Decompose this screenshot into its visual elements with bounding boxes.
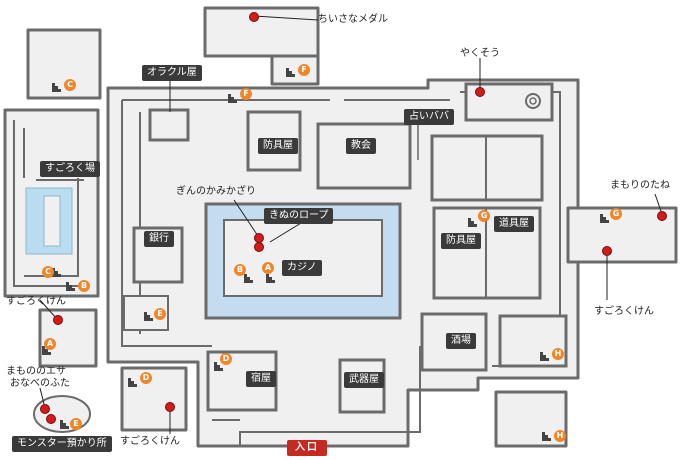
- c-building-top-left: [26, 28, 102, 100]
- label-yadoya: 宿屋: [246, 371, 276, 387]
- label-mamono-esa: まもののエサ: [6, 366, 66, 377]
- yakusou-building: [464, 82, 554, 122]
- item-chiisana-medal: [249, 12, 259, 22]
- stairs-icon-a-left: [42, 346, 51, 355]
- yadoya-building: [206, 350, 278, 412]
- stairs-icon-g-shops: [468, 218, 477, 227]
- stairs-icon-f-top: [286, 68, 295, 77]
- label-ginnokami: ぎんのかみかざり: [176, 186, 256, 197]
- label-onabe-futa: おなべのふた: [10, 378, 70, 389]
- label-uranai: 占いババ: [404, 109, 454, 125]
- label-buki: 武器屋: [344, 372, 384, 388]
- stairs-icon-d-yadoya: [214, 362, 223, 371]
- item-sugoroku-ken-bottom: [165, 402, 175, 412]
- marker-b-casino: B: [234, 264, 246, 276]
- marker-d-bottom: D: [140, 372, 152, 384]
- marker-f-top: F: [298, 64, 310, 76]
- label-sugoroku-ken-bottom: すごろくけん: [120, 436, 180, 447]
- g-building-right: [566, 206, 678, 264]
- label-yakusou: やくそう: [460, 48, 500, 59]
- stairs-icon-e-monster: [60, 420, 69, 429]
- stairs-icon-g-right: [600, 214, 609, 223]
- label-kinu-rope: きぬのロープ: [264, 208, 334, 224]
- item-mamori-tane: [657, 211, 667, 221]
- item-onabe-futa: [46, 414, 56, 424]
- item-kinu-rope: [254, 242, 264, 252]
- medal-building: [203, 6, 320, 58]
- stairs-icon-e: [144, 312, 153, 321]
- label-monster: モンスター預かり所: [12, 436, 112, 452]
- item-sugoroku-ken-left: [53, 315, 63, 325]
- h-building-bottom-right: [494, 390, 568, 448]
- stairs-icon-f-mid: [228, 94, 237, 103]
- label-sugoroku-ba: すごろく場: [40, 161, 100, 177]
- oracle-building: [148, 108, 190, 142]
- stairs-icon-a-casino: [266, 274, 275, 283]
- marker-b-sugoroku: B: [78, 280, 90, 292]
- label-bougu-top: 防具屋: [258, 138, 298, 154]
- marker-c-top: C: [64, 79, 76, 91]
- marker-d-yadoya: D: [220, 353, 232, 365]
- stairs-icon-d-bottom: [128, 378, 137, 387]
- stairs-icon-b-casino: [244, 274, 253, 283]
- stairs-icon-h-inner: [540, 352, 549, 361]
- label-oracle: オラクル屋: [142, 65, 202, 81]
- h-building-inner: [498, 314, 568, 368]
- label-kyoukai: 教会: [346, 138, 376, 154]
- item-yakusou: [475, 87, 485, 97]
- marker-g-right: G: [610, 208, 622, 220]
- marker-h-inner: H: [552, 348, 564, 360]
- item-sugoroku-ken-right: [602, 246, 612, 256]
- marker-c-sugoroku: C: [42, 266, 54, 278]
- label-ginkou: 銀行: [144, 231, 174, 247]
- marker-g-shops: G: [478, 210, 490, 222]
- marker-h-bottom: H: [554, 430, 566, 442]
- label-sugoroku-ken-left: すごろくけん: [6, 296, 66, 307]
- label-sakaba: 酒場: [446, 333, 476, 349]
- label-bougu-right: 防具屋: [441, 233, 481, 249]
- stairs-icon-c-sugoroku: [52, 268, 61, 277]
- marker-a-casino: A: [262, 262, 274, 274]
- casino-inner: [223, 219, 383, 297]
- f-building: [270, 54, 320, 86]
- stairs-icon-h-bottom: [542, 432, 551, 441]
- label-dougu: 道具屋: [494, 216, 534, 232]
- kyoukai-building: [316, 122, 412, 190]
- sugoroku-pool: [25, 187, 73, 255]
- item-mamono-esa: [40, 404, 50, 414]
- label-sugoroku-ken-right: すごろくけん: [594, 306, 654, 317]
- stairs-icon-b-sugoroku: [66, 282, 75, 291]
- label-chiisana-medal: ちいさなメダル: [318, 14, 388, 25]
- label-mamori-tane: まもりのたね: [610, 180, 670, 191]
- marker-e-monster: E: [70, 418, 82, 430]
- label-casino: カジノ: [282, 260, 322, 276]
- stairs-icon-c-top: [52, 83, 61, 92]
- marker-f-mid: F: [240, 88, 252, 100]
- marker-a-left: A: [44, 338, 56, 350]
- marker-e: E: [154, 308, 166, 320]
- label-entrance: 入口: [287, 440, 327, 456]
